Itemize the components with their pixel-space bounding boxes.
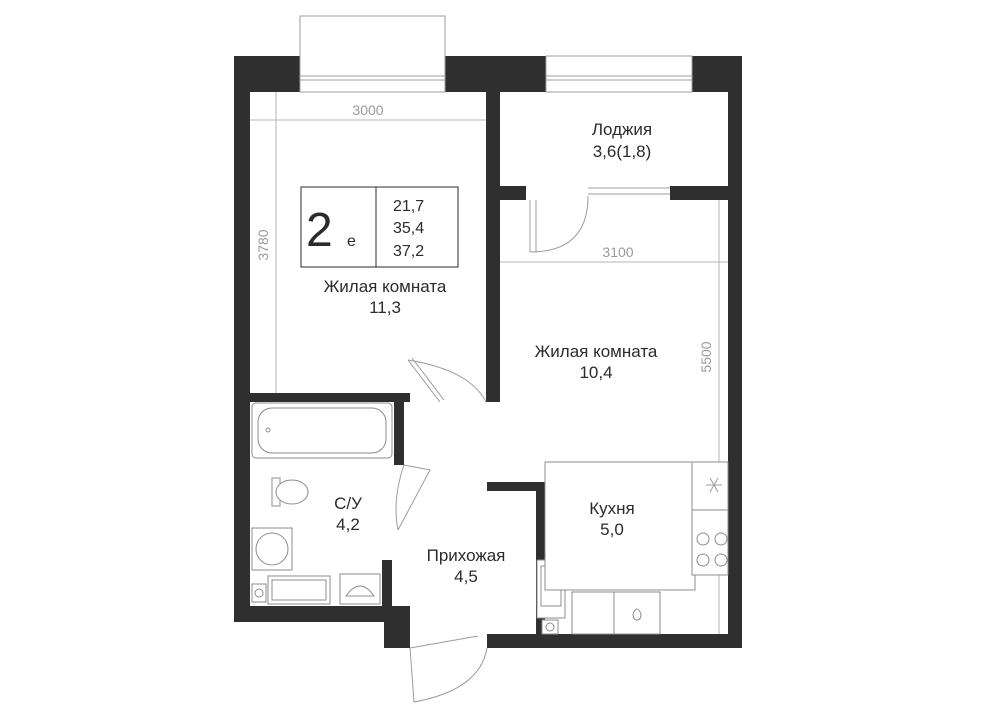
living-room-1-name: Жилая комната [324,277,447,296]
area-with-loggia: 37,2 [393,243,424,260]
apartment-type-number: 2 [306,204,333,257]
kitchen-counter [544,461,696,591]
living-room-2-name: Жилая комната [535,342,658,361]
area-total: 35,4 [393,220,424,237]
loggia-name: Лоджия [592,120,652,139]
fixtures [251,402,729,635]
dimension-labels: 3000 3780 3100 5500 [255,102,714,373]
dimension-room2-depth: 5500 [698,341,714,372]
apartment-type-suffix: е [347,233,356,250]
dimension-room2-width: 3100 [602,244,633,260]
loggia-area: 3,6(1,8) [593,142,652,161]
hallway-area: 4,5 [454,567,478,586]
hallway-name: Прихожая [427,546,506,565]
bathroom-sink [339,573,381,605]
bathroom-area: 4,2 [336,515,360,534]
apartment-badge: 2 е 21,7 35,4 37,2 [300,186,459,268]
kitchen-area: 5,0 [600,520,624,539]
area-living: 21,7 [393,198,424,215]
bathroom-name: С/У [334,494,362,513]
living-room-2-area: 10,4 [579,363,612,382]
kitchen-name: Кухня [589,499,635,518]
room-labels: Жилая комната 11,3 Лоджия 3,6(1,8) Жилая… [324,120,658,586]
dimension-room1-depth: 3780 [255,229,271,260]
windows [299,15,693,195]
living-room-1-area: 11,3 [369,298,401,317]
walls [234,56,742,648]
doors [395,195,589,703]
dimension-room1-width: 3000 [352,102,383,118]
